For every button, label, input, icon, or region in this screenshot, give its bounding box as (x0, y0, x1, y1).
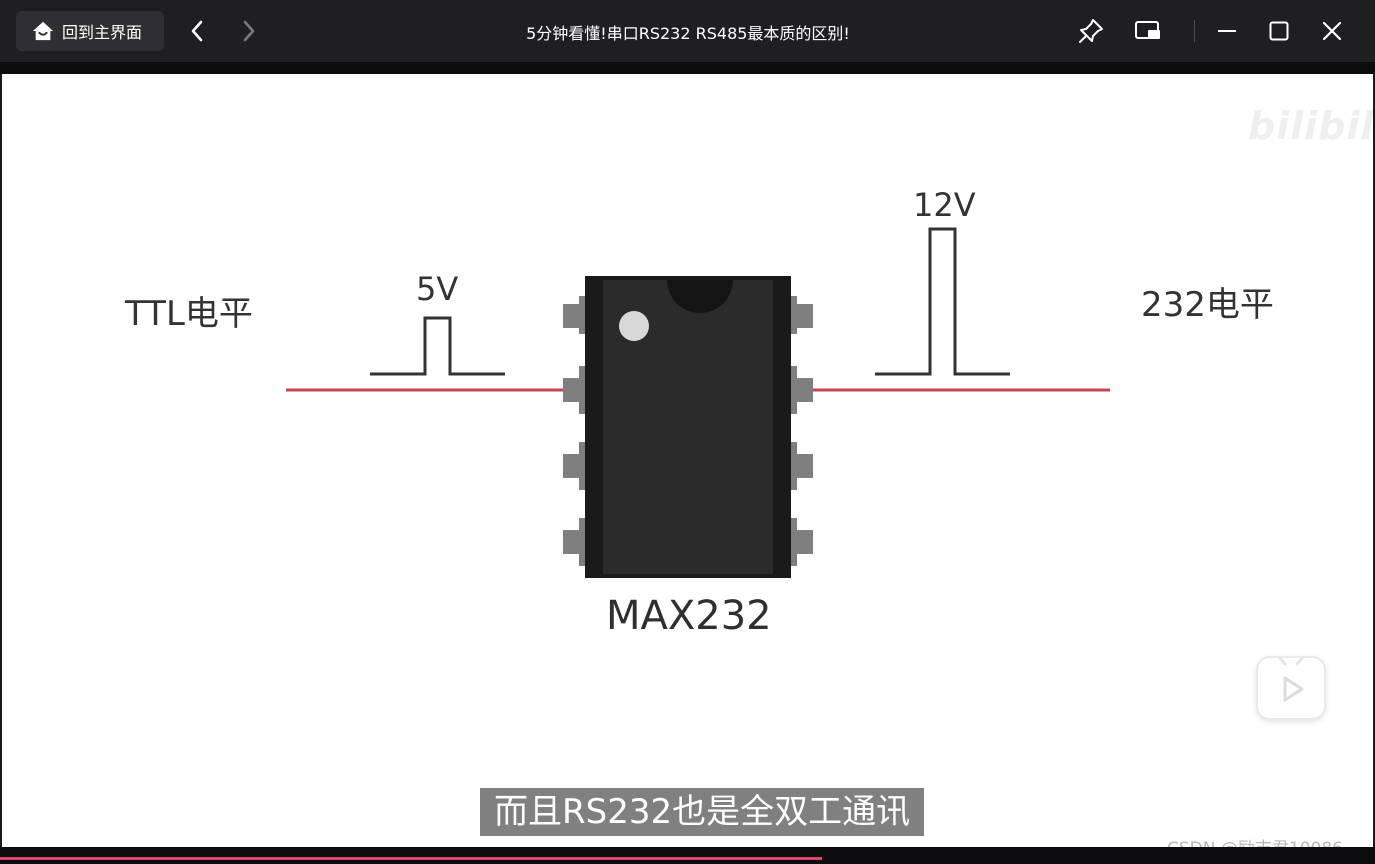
pin-icon (1079, 19, 1103, 43)
bilibili-watermark: bilibili (1248, 104, 1373, 148)
forward-button[interactable] (234, 16, 264, 46)
forward-icon (243, 20, 255, 42)
diagram-canvas (286, 227, 1110, 578)
minimize-icon (1218, 30, 1236, 32)
home-button[interactable]: 回到主界面 (16, 11, 164, 51)
chip-pins-right (787, 296, 813, 566)
chip-pins-left (563, 296, 589, 566)
minimize-button[interactable] (1212, 16, 1242, 46)
voltage-12v-label: 12V (913, 186, 976, 224)
close-icon (1322, 21, 1342, 41)
play-button[interactable] (1256, 654, 1326, 720)
pip-button[interactable] (1133, 16, 1163, 46)
back-icon (191, 20, 203, 42)
home-icon (32, 21, 54, 41)
subtitle-caption: 而且RS232也是全双工通讯 (480, 788, 925, 836)
pulse-12v (875, 227, 1010, 376)
voltage-5v-label: 5V (416, 270, 459, 308)
close-button[interactable] (1317, 16, 1347, 46)
ttl-level-label: TTL电平 (125, 294, 253, 334)
video-top-border (0, 62, 1375, 74)
max232-chip (585, 276, 791, 578)
maximize-button[interactable] (1264, 16, 1294, 46)
play-icon (1276, 654, 1306, 702)
back-button[interactable] (182, 16, 212, 46)
rs232-level-label: 232电平 (1141, 285, 1274, 325)
video-frame[interactable]: TTL电平 232电平 5V 12V MAX232 bilibili 而且RS2… (2, 74, 1373, 847)
pin-button[interactable] (1076, 16, 1106, 46)
window-title: 5分钟看懂!串口RS232 RS485最本质的区别! (526, 24, 850, 43)
title-bar: 回到主界面 5分钟看懂!串口RS232 RS485最本质的区别! (0, 0, 1375, 62)
titlebar-separator (1194, 20, 1195, 42)
pip-icon (1135, 21, 1160, 39)
chip-label: MAX232 (606, 593, 772, 639)
progress-bar[interactable] (0, 857, 822, 860)
csdn-watermark: CSDN @励志君10086 (1167, 834, 1343, 847)
video-bottom-bar (0, 847, 1375, 864)
home-label: 回到主界面 (62, 23, 143, 42)
maximize-icon (1269, 21, 1289, 41)
pulse-5v (370, 316, 505, 376)
